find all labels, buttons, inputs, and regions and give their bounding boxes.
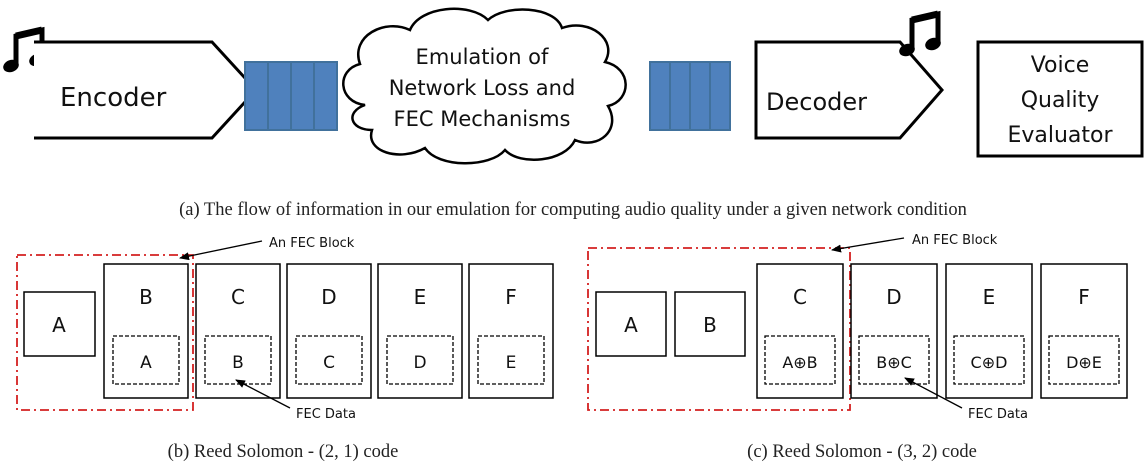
packet-b-c-label: B bbox=[703, 313, 717, 337]
packet-b-b-label: B bbox=[139, 285, 153, 309]
fec-block-label-b: An FEC Block bbox=[269, 236, 355, 251]
packet-a-c bbox=[595, 291, 667, 357]
packet-b-c bbox=[674, 291, 746, 357]
fec-block-outline-b bbox=[16, 254, 194, 411]
packet-d-b bbox=[286, 263, 372, 399]
fec-data-f-b bbox=[477, 335, 545, 385]
packet-d-c-label: D bbox=[886, 285, 901, 309]
fec-data-c-c bbox=[764, 335, 836, 385]
packet-e-c-label: E bbox=[983, 285, 996, 309]
fec-data-f-c-label: D⊕E bbox=[1066, 353, 1102, 372]
evaluator-line-2: Quality bbox=[1021, 88, 1100, 113]
fec-data-d-b-label: C bbox=[323, 353, 335, 373]
fec-data-f-b-label: E bbox=[506, 353, 517, 373]
fec-data-d-c bbox=[858, 335, 930, 385]
fec-data-f-c bbox=[1048, 335, 1120, 385]
network-cloud bbox=[342, 7, 627, 165]
fec-data-label-c: FEC Data bbox=[968, 407, 1028, 422]
fec-data-b-b bbox=[112, 335, 180, 385]
encoder-label: Encoder bbox=[60, 83, 167, 113]
decoder-label: Decoder bbox=[766, 88, 867, 116]
packet-f-b bbox=[468, 263, 554, 399]
fec-data-d-c-label: B⊕C bbox=[876, 353, 912, 372]
packet-c-c bbox=[756, 263, 844, 399]
cloud-line-1: Emulation of bbox=[416, 45, 549, 69]
packet-f-c bbox=[1040, 263, 1128, 399]
packet-c-b bbox=[195, 263, 281, 399]
fec-data-e-c bbox=[953, 335, 1025, 385]
packet-queue-right bbox=[649, 61, 731, 131]
fec-block-outline-c bbox=[587, 247, 851, 411]
packet-e-b bbox=[377, 263, 463, 399]
fec-data-c-c-label: A⊕B bbox=[782, 353, 817, 372]
music-note-icon-right bbox=[899, 10, 941, 57]
packet-a-b-label: A bbox=[52, 313, 66, 337]
fec-data-e-c-label: C⊕D bbox=[971, 353, 1008, 372]
packet-d-b-label: D bbox=[321, 285, 336, 309]
fec-data-b-b-label: A bbox=[140, 353, 152, 373]
fec-data-label-b: FEC Data bbox=[296, 407, 356, 422]
fec-block-label-c: An FEC Block bbox=[912, 233, 998, 248]
decoder-shape bbox=[754, 40, 944, 140]
packet-a-b bbox=[23, 291, 96, 357]
panel-b: An FEC Block A B A C B D C E D F E FEC D… bbox=[16, 236, 554, 462]
packet-e-b-label: E bbox=[414, 285, 427, 309]
cloud-line-2: Network Loss and bbox=[389, 76, 576, 100]
packet-b-b bbox=[103, 263, 189, 399]
caption-c: (c) Reed Solomon - (3, 2) code bbox=[747, 442, 977, 462]
evaluator-line-3: Evaluator bbox=[1007, 123, 1113, 148]
fec-data-e-b-label: D bbox=[413, 353, 426, 373]
packet-queue-left bbox=[244, 61, 338, 131]
panel-c: An FEC Block A B C A⊕B D B⊕C E C⊕D F D⊕E… bbox=[587, 233, 1128, 462]
fec-data-c-b-label: B bbox=[232, 353, 244, 373]
caption-a: (a) The flow of information in our emula… bbox=[179, 200, 967, 220]
packet-d-c bbox=[850, 263, 938, 399]
evaluator-box bbox=[976, 40, 1144, 158]
caption-b: (b) Reed Solomon - (2, 1) code bbox=[168, 442, 399, 462]
cloud-line-3: FEC Mechanisms bbox=[394, 107, 571, 131]
packet-f-c-label: F bbox=[1078, 285, 1090, 309]
packet-c-c-label: C bbox=[793, 285, 807, 309]
packet-f-b-label: F bbox=[505, 285, 517, 309]
packet-e-c bbox=[945, 263, 1033, 399]
evaluator-line-1: Voice bbox=[1031, 53, 1090, 78]
packet-c-b-label: C bbox=[231, 285, 245, 309]
packet-a-c-label: A bbox=[624, 313, 638, 337]
fec-data-e-b bbox=[386, 335, 454, 385]
fec-data-d-b bbox=[295, 335, 363, 385]
